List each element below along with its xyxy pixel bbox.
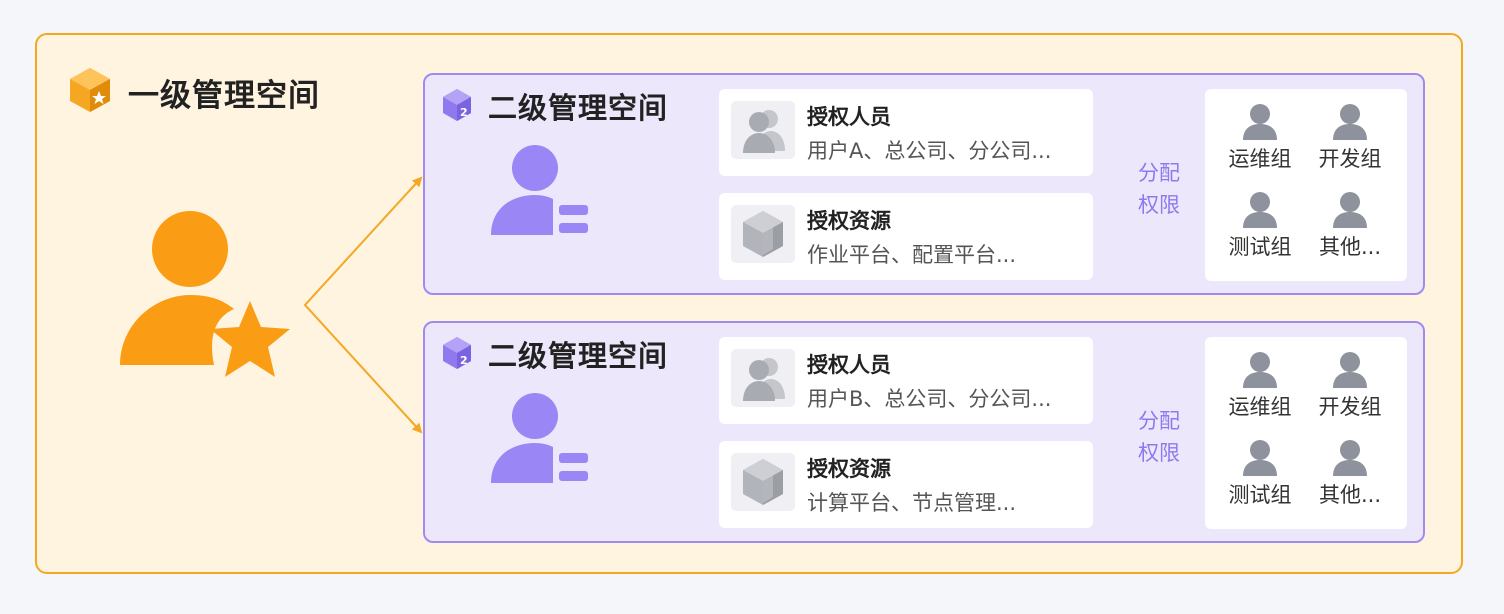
group-label: 测试组: [1228, 483, 1292, 507]
users-icon: [731, 101, 795, 159]
authorized-personnel-card[interactable]: 授权人员 用户A、总公司、分公司...: [719, 89, 1093, 176]
resources-desc: 计算平台、节点管理...: [807, 491, 1017, 515]
group-label: 运维组: [1228, 395, 1292, 419]
group-item[interactable]: 运维组: [1215, 351, 1305, 421]
resources-desc: 作业平台、配置平台...: [807, 243, 1017, 267]
user-icon: [1333, 192, 1367, 228]
resources-title: 授权资源: [807, 457, 891, 481]
box-icon: [731, 453, 795, 511]
user-icon: [1333, 440, 1367, 476]
level2-space-panel: 2 二级管理空间 授权人员 用户B、总公司、分公司...: [423, 321, 1425, 543]
group-item[interactable]: 测试组: [1215, 439, 1305, 509]
authorized-resources-card[interactable]: 授权资源 计算平台、节点管理...: [719, 441, 1093, 528]
user-star-icon: [120, 211, 290, 377]
group-item[interactable]: 其他...: [1305, 439, 1395, 509]
group-label: 运维组: [1228, 147, 1292, 171]
svg-text:2: 2: [460, 106, 468, 119]
group-item[interactable]: 开发组: [1305, 351, 1395, 421]
user-icon: [1243, 104, 1277, 140]
assign-label-text: 分配 权限: [1138, 161, 1180, 217]
personnel-desc: 用户B、总公司、分公司...: [807, 387, 1052, 411]
authorized-resources-card[interactable]: 授权资源 作业平台、配置平台...: [719, 193, 1093, 280]
box-icon: [731, 205, 795, 263]
level2-title: 二级管理空间: [488, 91, 669, 125]
assign-label-text: 分配 权限: [1138, 409, 1180, 465]
group-item[interactable]: 运维组: [1215, 103, 1305, 173]
cube-star-icon: [70, 68, 110, 112]
cube-2-icon: 2: [443, 337, 471, 369]
personnel-title: 授权人员: [807, 105, 891, 129]
group-item[interactable]: 其他...: [1305, 191, 1395, 261]
cube-2-icon: 2: [443, 89, 471, 121]
group-list: 运维组 开发组 测试组 其他...: [1205, 337, 1407, 529]
group-label: 其他...: [1318, 235, 1382, 259]
user-icon: [1333, 104, 1367, 140]
assign-permission-label: 分配 权限: [1109, 157, 1209, 221]
group-label: 开发组: [1318, 395, 1382, 419]
level2-space-panel: 2 二级管理空间 授权人员 用户A、总公司、分公司...: [423, 73, 1425, 295]
users-icon: [731, 349, 795, 407]
svg-text:2: 2: [460, 354, 468, 367]
level2-title: 二级管理空间: [488, 339, 669, 373]
user-icon: [1243, 192, 1277, 228]
user-list-icon: [491, 393, 588, 483]
personnel-title: 授权人员: [807, 353, 891, 377]
user-icon: [1243, 440, 1277, 476]
group-item[interactable]: 开发组: [1305, 103, 1395, 173]
personnel-desc: 用户A、总公司、分公司...: [807, 139, 1052, 163]
group-list: 运维组 开发组 测试组 其他...: [1205, 89, 1407, 281]
assign-permission-label: 分配 权限: [1109, 405, 1209, 469]
authorized-personnel-card[interactable]: 授权人员 用户B、总公司、分公司...: [719, 337, 1093, 424]
user-icon: [1243, 352, 1277, 388]
group-label: 开发组: [1318, 147, 1382, 171]
group-item[interactable]: 测试组: [1215, 191, 1305, 261]
user-icon: [1333, 352, 1367, 388]
resources-title: 授权资源: [807, 209, 891, 233]
level1-title: 一级管理空间: [128, 78, 320, 114]
group-label: 其他...: [1318, 483, 1382, 507]
group-label: 测试组: [1228, 235, 1292, 259]
user-list-icon: [491, 145, 588, 235]
